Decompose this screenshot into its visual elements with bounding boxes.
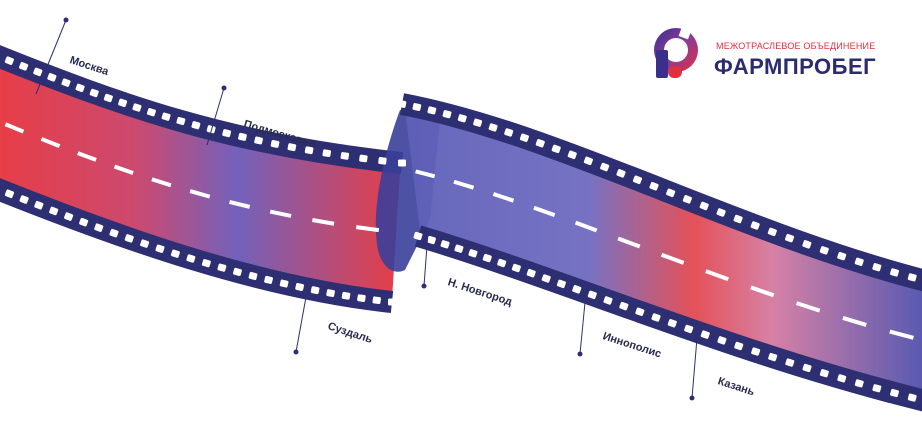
sprocket-hole <box>359 154 368 162</box>
pin-dot-moscow <box>64 18 69 23</box>
sprocket-hole <box>326 289 335 297</box>
brand-name: ФАРМПРОБЕГ <box>714 54 876 80</box>
pharmprobeg-logo-icon <box>646 26 702 82</box>
pin-dot-kazan <box>690 396 695 401</box>
pin-dot-n-novgorod <box>422 284 427 289</box>
pin-dot-moscow-region <box>222 86 227 91</box>
sprocket-hole <box>378 157 387 165</box>
sprocket-hole <box>340 152 349 160</box>
sprocket-hole <box>397 100 406 108</box>
sprocket-hole <box>322 149 331 157</box>
brand-tagline: МЕЖОТРАСЛЕВОЕ ОБЪЕДИНЕНИЕ <box>716 41 875 51</box>
sprocket-hole <box>342 292 351 300</box>
sprocket-hole <box>388 299 396 306</box>
sprocket-hole <box>398 160 406 167</box>
sprocket-hole <box>372 296 381 304</box>
sprocket-hole <box>357 294 366 302</box>
pin-dot-suzdal <box>294 350 299 355</box>
pin-dot-innopolis <box>578 352 583 357</box>
